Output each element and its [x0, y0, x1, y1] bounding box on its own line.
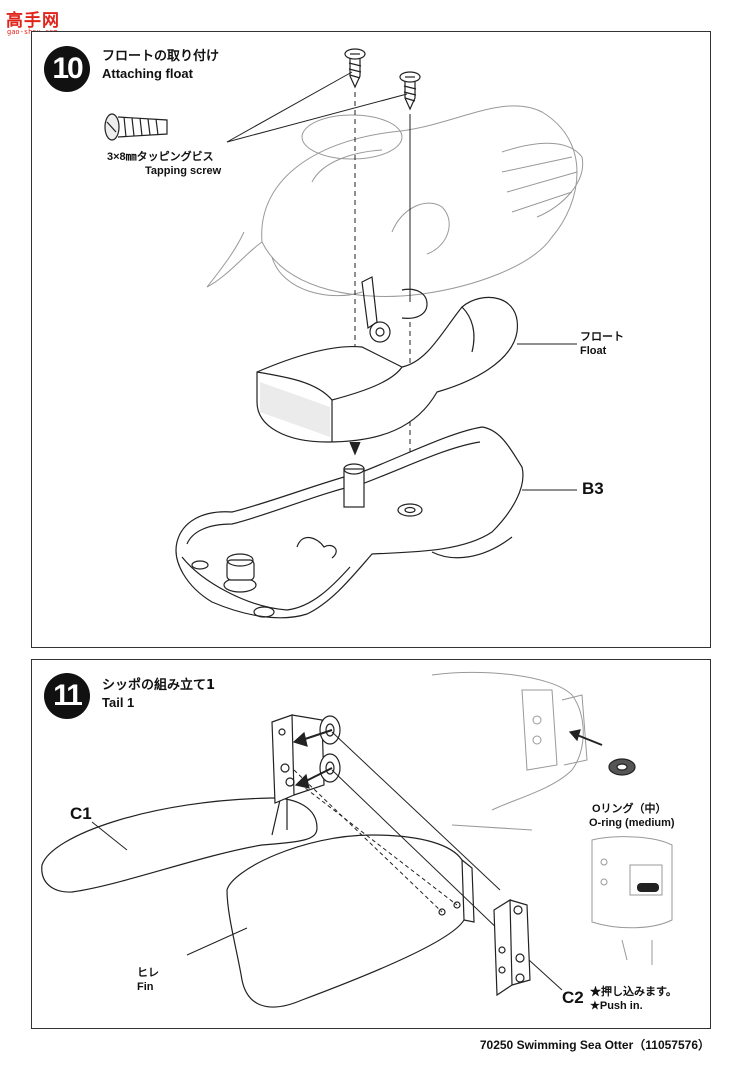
footer-product-code: 70250 Swimming Sea Otter（11057576） — [479, 1038, 710, 1052]
tail-bracket — [271, 714, 341, 804]
c1-paddle — [41, 797, 318, 893]
tapping-screw-label-jp: 3×8㎜タッピングビス — [107, 151, 214, 163]
oring-inset-detail — [591, 836, 673, 965]
float-label-jp: フロート — [580, 331, 624, 343]
oring-label-en: O-ring (medium) — [589, 817, 675, 829]
step-10-title: フロートの取り付け Attaching float — [102, 48, 219, 82]
tapping-screw-right — [399, 71, 421, 111]
hinge-bracket — [361, 276, 428, 343]
part-c1-label: C1 — [70, 804, 92, 823]
float-label: フロート Float — [580, 330, 624, 358]
step-11-number-badge: 11 — [44, 673, 90, 719]
fin-label-jp: ヒレ — [137, 967, 159, 979]
b3-chassis — [175, 426, 524, 619]
step-11-drawing — [41, 671, 673, 1008]
step-10-title-en: Attaching float — [102, 66, 193, 81]
part-c2-label: C2 — [562, 988, 584, 1007]
step-10-drawing — [104, 48, 584, 619]
step-10-title-jp: フロートの取り付け — [102, 49, 220, 64]
push-arrows — [292, 729, 333, 789]
push-in-note-jp: ★押し込みます。 — [590, 986, 677, 998]
oring-label: Oリング（中） O-ring (medium) — [589, 802, 675, 830]
o-ring — [608, 758, 636, 776]
step-11-title-jp: シッポの組み立て1 — [102, 678, 216, 693]
step-11-title-en: Tail 1 — [102, 695, 135, 710]
float-block — [256, 296, 518, 443]
part-b3-label: B3 — [582, 479, 604, 498]
step-11-panel: 11 シッポの組み立て1 Tail 1 — [31, 659, 711, 1029]
tapping-screw-label: 3×8㎜タッピングビス Tapping screw — [107, 150, 221, 178]
oring-label-jp: Oリング（中） — [592, 803, 667, 815]
site-logo-text: 高手网 — [6, 11, 60, 31]
tapping-screw-sample — [104, 113, 168, 141]
c2-plate — [493, 898, 531, 997]
step-10-panel: 10 フロートの取り付け Attaching float — [31, 31, 711, 648]
step-11-title: シッポの組み立て1 Tail 1 — [102, 677, 215, 711]
float-label-en: Float — [580, 345, 607, 357]
fin-label-en: Fin — [137, 981, 154, 993]
oring-arrow — [568, 729, 603, 746]
otter-rear-outline — [431, 671, 588, 831]
otter-body-outline — [206, 105, 584, 297]
push-in-note: ★押し込みます。 ★Push in. — [590, 985, 677, 1013]
tapping-screw-left — [344, 48, 366, 89]
push-in-note-en: ★Push in. — [590, 1000, 643, 1012]
fin-label: ヒレ Fin — [137, 966, 159, 994]
tapping-screw-label-en: Tapping screw — [145, 165, 222, 177]
fin — [226, 834, 475, 1008]
step-10-number-badge: 10 — [44, 46, 90, 92]
